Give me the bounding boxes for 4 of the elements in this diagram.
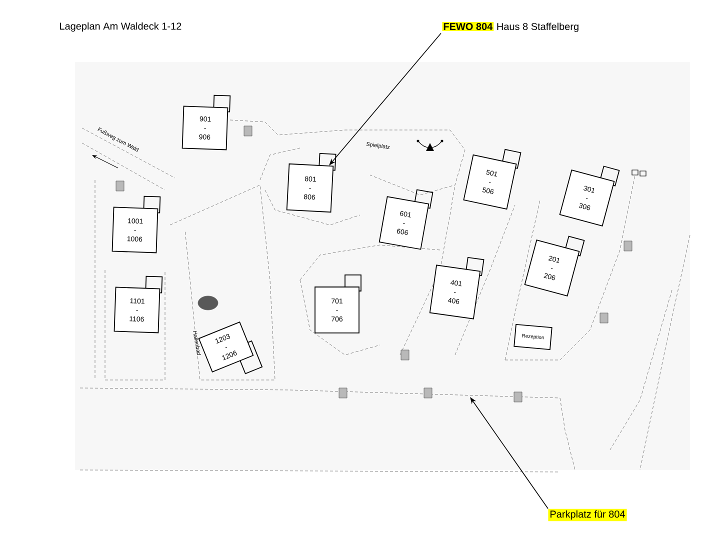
title: Lageplan Am Waldeck 1-12 — [60, 22, 182, 32]
heading-label: FEWO 804 Haus 8 Staffelberg — [442, 22, 578, 32]
arrow — [329, 32, 442, 166]
callout-label: Parkplatz für 804 — [548, 508, 627, 522]
